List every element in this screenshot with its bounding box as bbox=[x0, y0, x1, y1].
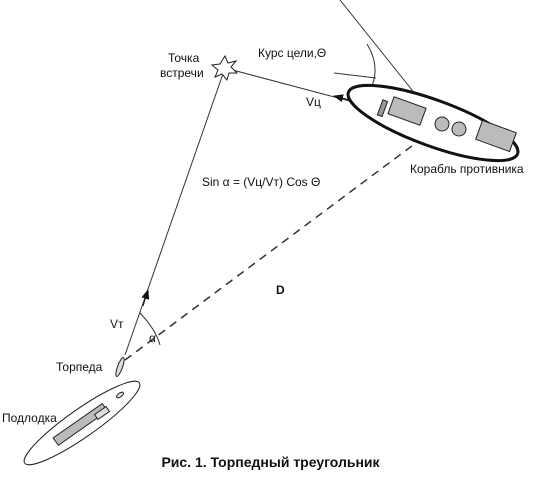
submarine-icon bbox=[23, 380, 141, 466]
meeting-point-star-icon bbox=[210, 54, 239, 82]
torpedo-speed-arrow bbox=[141, 289, 150, 307]
theta-arc bbox=[366, 43, 376, 87]
formula-label: Sin α = (Vц/Vт) Cos Θ bbox=[202, 175, 320, 189]
target-course-label: Курс цели,Θ bbox=[258, 46, 326, 60]
alpha-arc bbox=[139, 312, 161, 346]
distance-label: D bbox=[276, 283, 285, 297]
torpedo-label: Торпеда bbox=[56, 360, 103, 374]
target-speed-arrow bbox=[333, 94, 351, 103]
meeting-point-label-line1: Точка bbox=[168, 51, 200, 65]
theta-arc-leader bbox=[333, 72, 377, 79]
torpedo-icon bbox=[115, 357, 125, 377]
enemy-ship-label: Корабль противника bbox=[410, 162, 524, 176]
figure-caption: Рис. 1. Торпедный треугольник bbox=[161, 454, 380, 470]
meeting-point-label-line2: встречи bbox=[160, 66, 204, 80]
torpedo-track-line bbox=[124, 67, 226, 356]
alpha-label: α bbox=[149, 331, 156, 345]
enemy-ship-icon bbox=[346, 83, 520, 163]
submarine-label: Подлодка bbox=[2, 411, 57, 425]
distance-line bbox=[124, 124, 441, 361]
torpedo-speed-label: Vт bbox=[110, 317, 124, 331]
target-speed-label: Vц bbox=[306, 95, 321, 109]
